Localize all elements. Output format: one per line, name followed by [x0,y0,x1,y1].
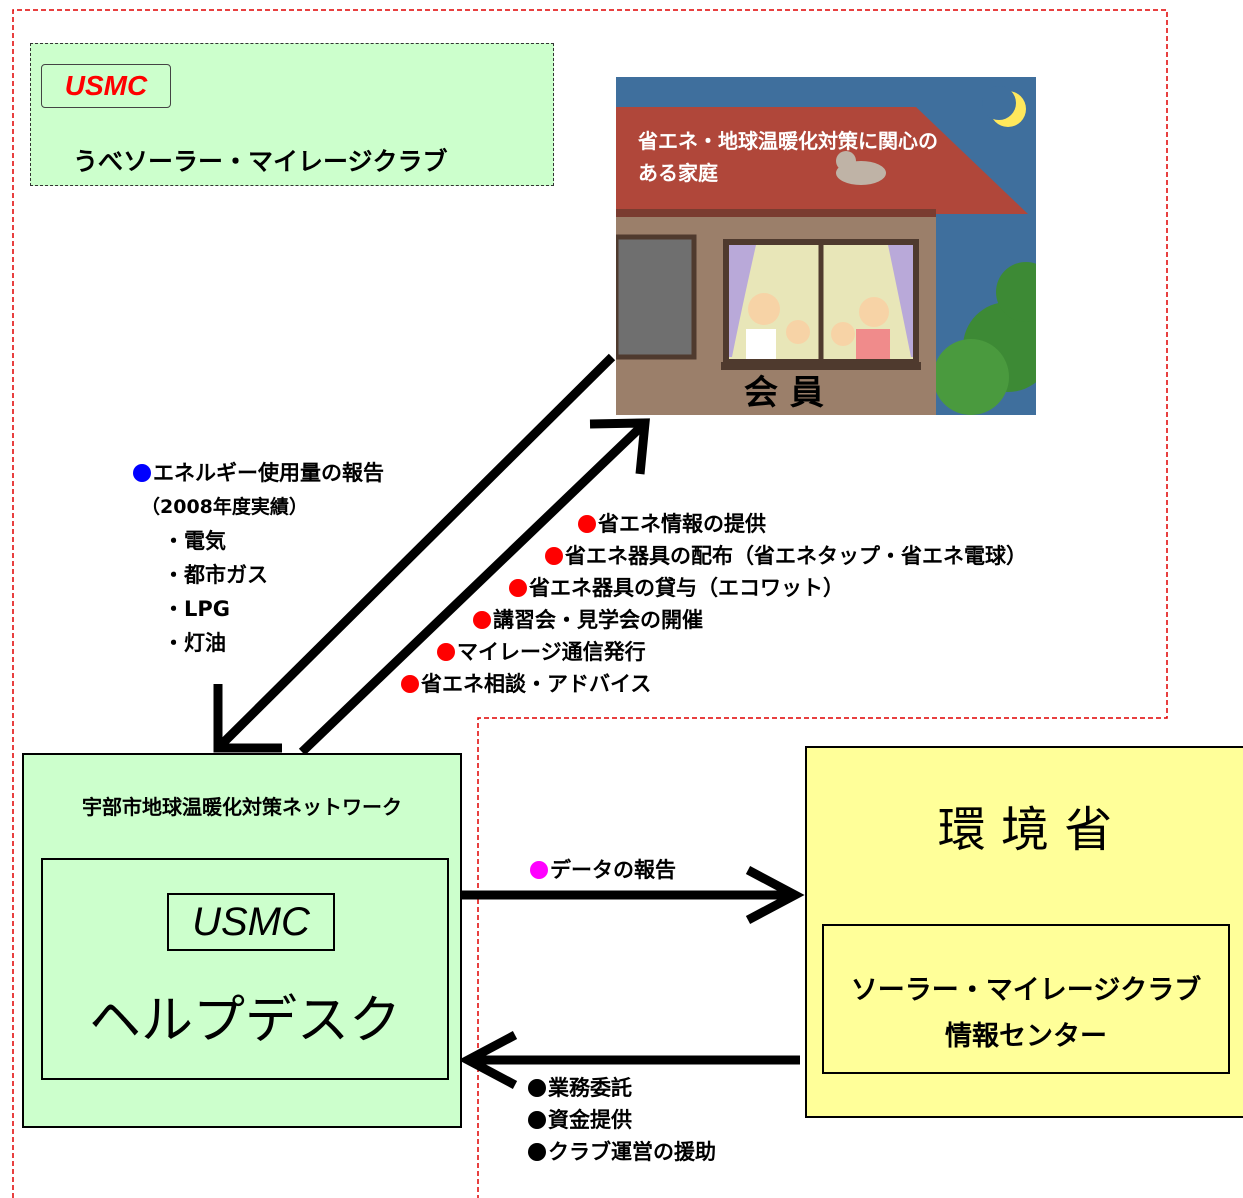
arrow-support-head [458,1031,518,1089]
member-house-illustration: 省エネ・地球温暖化対策に関心の ある家庭 会 員 [616,77,1036,415]
house-caption-line1: 省エネ・地球温暖化対策に関心の [638,129,938,153]
info-center-line1: ソーラー・マイレージクラブ [850,975,1202,1006]
black-bullet-icon [528,1143,546,1161]
info-center-box: ソーラー・マイレージクラブ 情報センター [822,924,1230,1074]
red-bullet-icon [578,515,596,533]
arrow-report-to-network [214,353,616,752]
arrow-services-to-member [298,419,649,756]
support-list: 業務委託 資金提供 クラブ運営の援助 [528,1072,716,1168]
red-bullet-icon [473,611,491,629]
support-item: クラブ運営の援助 [528,1136,716,1168]
service-item: 省エネ相談・アドバイス [401,667,651,701]
house-drawing [616,77,1036,415]
ministry-box: 環 境 省 ソーラー・マイレージクラブ 情報センター [805,746,1243,1118]
network-box: 宇部市地球温暖化対策ネットワーク USMC ヘルプデスク [22,753,462,1128]
black-bullet-icon [528,1079,546,1097]
usmc-logo-text: USMC [64,70,148,101]
usmc-logo-box: USMC [167,893,335,951]
ministry-name: 環 境 省 [937,802,1113,858]
red-bullet-icon [509,579,527,597]
usmc-logo-small: USMC [41,64,171,108]
network-name: 宇部市地球温暖化対策ネットワーク [82,795,402,819]
data-report-label: データの報告 [530,853,676,887]
member-label: 会 員 [744,373,824,413]
club-header-box: USMC うべソーラー・マイレージクラブ [30,43,554,186]
arrow-data-head [745,866,805,924]
helpdesk-box: USMC ヘルプデスク [41,858,449,1080]
energy-report-block: エネルギー使用量の報告 （2008年度実績） ・電気 ・都市ガス ・LPG ・灯… [133,456,384,660]
info-center-line2: 情報センター [945,1021,1107,1052]
red-bullet-icon [437,643,455,661]
service-item: 省エネ器具の配布（省エネタップ・省エネ電球） [545,539,1027,573]
energy-item-lpg: ・LPG [163,597,231,621]
house-caption-line2: ある家庭 [638,161,718,185]
red-bullet-icon [545,547,563,565]
support-item: 業務委託 [528,1072,716,1104]
energy-item-kerosene: ・灯油 [163,631,226,655]
black-bullet-icon [528,1111,546,1129]
service-item: マイレージ通信発行 [437,635,646,669]
service-item: 省エネ情報の提供 [578,507,766,541]
support-item: 資金提供 [528,1104,716,1136]
service-item: 省エネ器具の貸与（エコワット） [509,571,844,605]
helpdesk-label: ヘルプデスク [88,991,401,1051]
blue-bullet-icon [133,464,151,482]
red-bullet-icon [401,675,419,693]
club-title: うべソーラー・マイレージクラブ [73,147,448,176]
magenta-bullet-icon [530,861,548,879]
energy-item-electricity: ・電気 [163,529,226,553]
arrow-services-head [589,418,650,475]
energy-item-city-gas: ・都市ガス [163,563,268,587]
usmc-logo-large: USMC [192,900,310,944]
arrow-report-head [213,684,282,753]
energy-report-title: エネルギー使用量の報告 [153,461,384,485]
energy-report-subtitle: （2008年度実績） [141,496,308,518]
service-item: 講習会・見学会の開催 [473,603,703,637]
